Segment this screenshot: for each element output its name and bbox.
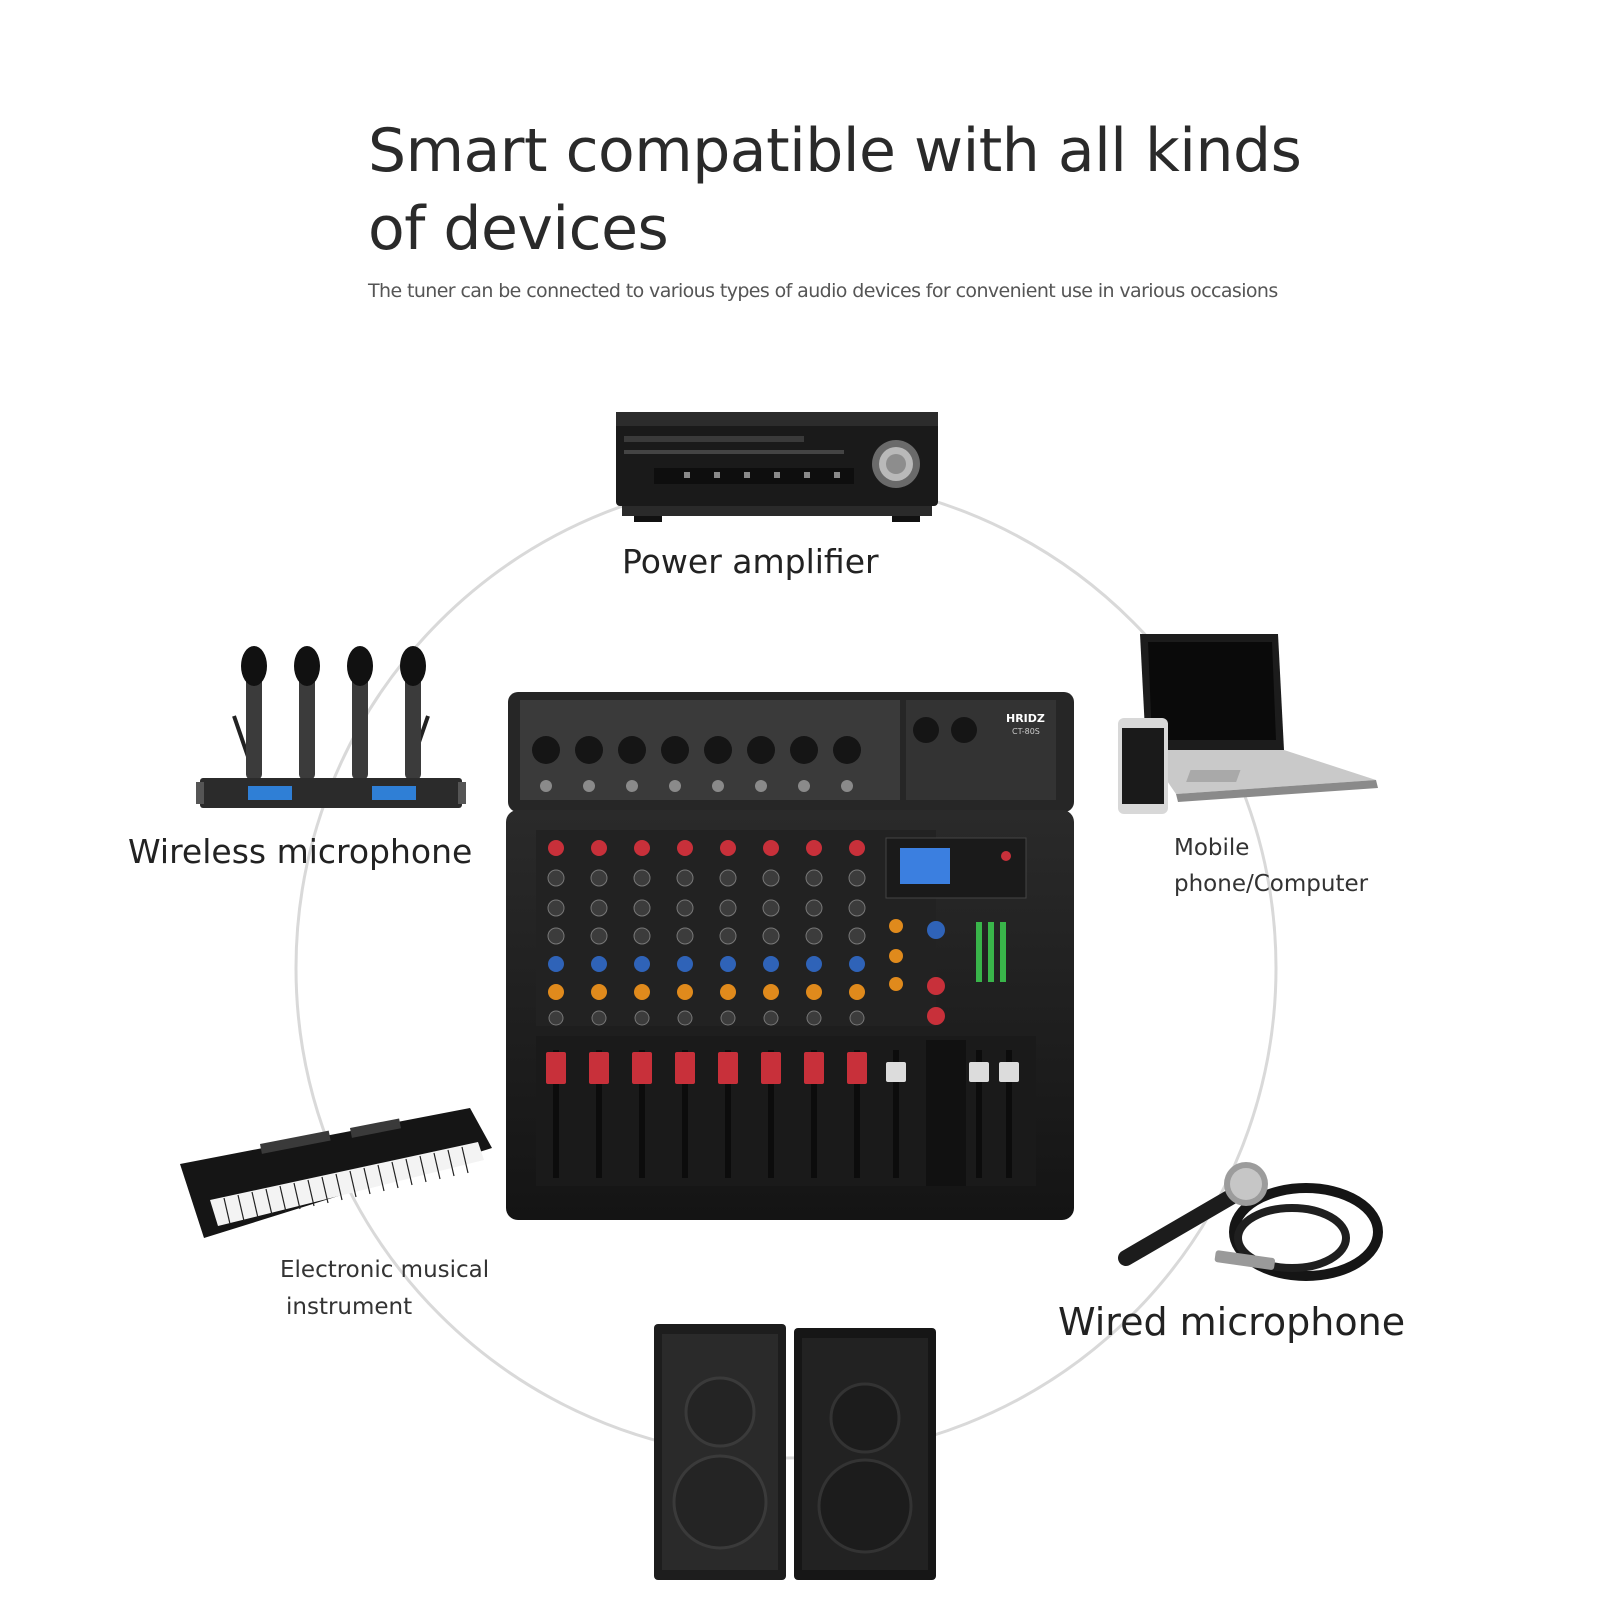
mobile-computer-label-line1: Mobile	[1174, 835, 1250, 861]
wireless-microphone-icon	[196, 646, 466, 808]
audio-mixer-icon: HRIDZ CT-80S	[506, 692, 1074, 1220]
electronic-instrument-label-line2: instrument	[286, 1294, 413, 1320]
page-title: Smart compatible with all kinds of devic…	[368, 116, 1302, 264]
power-amplifier-icon	[616, 412, 938, 522]
power-amplifier-label: Power amplifier	[622, 542, 879, 581]
mixer-model: CT-80S	[1012, 727, 1040, 736]
wired-microphone-label: Wired microphone	[1058, 1300, 1406, 1344]
electronic-keyboard-icon	[180, 1108, 492, 1238]
speakers-icon	[654, 1324, 936, 1580]
page-subtitle: The tuner can be connected to various ty…	[368, 280, 1278, 302]
mobile-computer-label-line2: phone/Computer	[1174, 871, 1369, 897]
wireless-microphone-label: Wireless microphone	[128, 832, 473, 871]
electronic-instrument-label-line1: Electronic musical	[280, 1257, 490, 1283]
mixer-brand: HRIDZ	[1006, 712, 1045, 725]
electronic-instrument-label: Electronic musical instrument	[280, 1252, 489, 1326]
wired-microphone-icon	[1118, 1162, 1383, 1281]
laptop-phone-icon	[1118, 634, 1378, 814]
mobile-computer-label: Mobile phone/Computer	[1174, 830, 1368, 902]
